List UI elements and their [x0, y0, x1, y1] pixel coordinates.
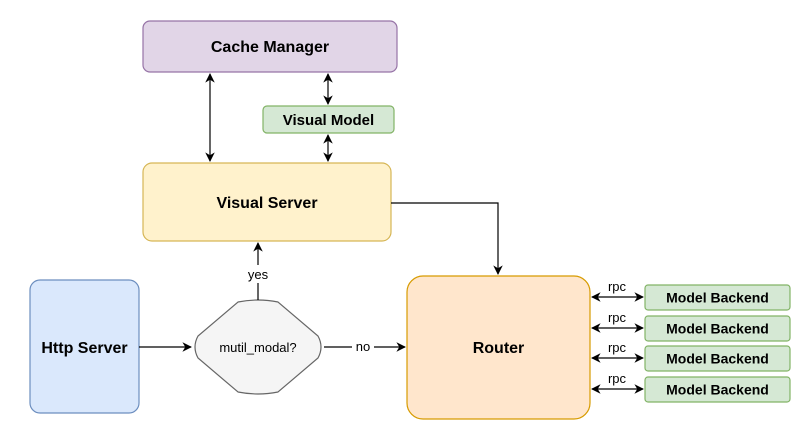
model-backend-node: Model Backend: [644, 315, 791, 342]
decision-node: mutil_modal?: [194, 299, 322, 395]
no-label: no: [356, 339, 370, 354]
rpc-label: rpc: [608, 371, 627, 386]
decision-label: mutil_modal?: [219, 340, 296, 355]
yes-label: yes: [248, 267, 269, 282]
rpc-label: rpc: [608, 279, 627, 294]
rpc-label: rpc: [608, 340, 627, 355]
http-server-label: Http Server: [41, 340, 127, 357]
model-backend-label: Model Backend: [666, 351, 769, 367]
model-backend-label: Model Backend: [666, 321, 769, 337]
model-backend-node: Model Backend: [644, 345, 791, 372]
edge-visual-server-router: [391, 202, 503, 275]
model-backend-node: Model Backend: [644, 376, 791, 403]
model-backend-label: Model Backend: [666, 290, 769, 306]
cache-manager-node: Cache Manager: [142, 20, 398, 73]
cache-manager-label: Cache Manager: [211, 39, 329, 56]
visual-server-node: Visual Server: [142, 162, 392, 242]
visual-model-node: Visual Model: [262, 105, 395, 134]
visual-server-label: Visual Server: [216, 195, 317, 212]
rpc-label: rpc: [608, 310, 627, 325]
router-label: Router: [473, 340, 525, 357]
router-node: Router: [406, 275, 591, 420]
http-server-node: Http Server: [29, 279, 140, 414]
model-backend-label: Model Backend: [666, 382, 769, 398]
visual-model-label: Visual Model: [283, 112, 374, 129]
model-backend-node: Model Backend: [644, 284, 791, 311]
